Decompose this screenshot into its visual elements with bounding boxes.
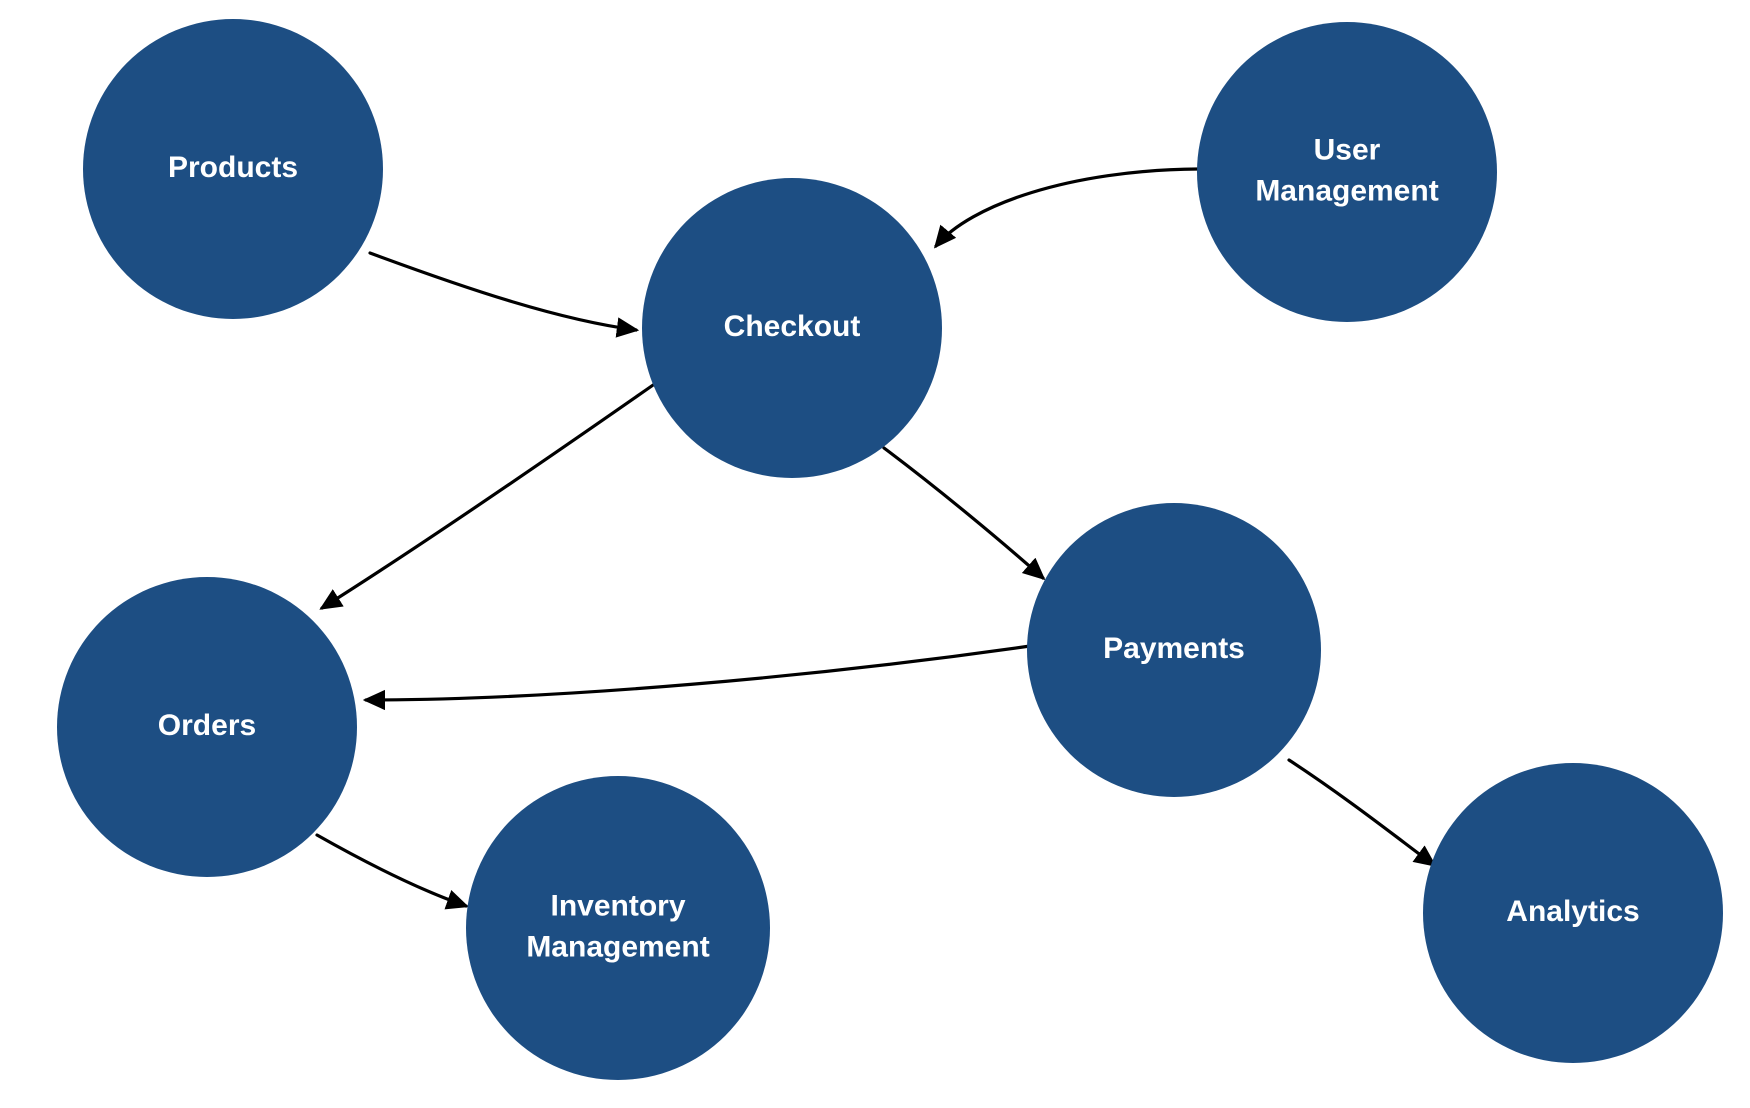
node-label-inventory: Management: [526, 930, 709, 963]
node-label-orders: Orders: [158, 709, 256, 742]
node-orders[interactable]: Orders: [57, 577, 357, 877]
edge-checkout-orders: [319, 381, 658, 610]
nodes-layer: ProductsCheckoutUserManagementOrdersPaym…: [57, 19, 1723, 1080]
node-label-inventory: Inventory: [550, 889, 685, 922]
edge-payments-analytics: [1287, 758, 1437, 867]
node-label-payments: Payments: [1103, 632, 1245, 665]
node-products[interactable]: Products: [83, 19, 383, 319]
node-label-analytics: Analytics: [1506, 895, 1639, 928]
edge-products-checkout: [368, 251, 640, 338]
node-circle-products[interactable]: [83, 19, 383, 319]
node-payments[interactable]: Payments: [1027, 503, 1321, 797]
node-circle-payments[interactable]: [1027, 503, 1321, 797]
node-circle-inventory[interactable]: [466, 776, 770, 1080]
node-circle-checkout[interactable]: [642, 178, 942, 478]
node-label-products: Products: [168, 151, 298, 184]
edge-payments-orders: [362, 644, 1032, 711]
node-analytics[interactable]: Analytics: [1423, 763, 1723, 1063]
edge-checkout-payments: [882, 446, 1046, 581]
node-label-user_mgmt: Management: [1255, 174, 1438, 207]
edge-usermgmt-checkout: [933, 167, 1200, 249]
edge-orders-inventory: [315, 833, 470, 910]
node-circle-analytics[interactable]: [1423, 763, 1723, 1063]
node-circle-user_mgmt[interactable]: [1197, 22, 1497, 322]
node-label-checkout: Checkout: [724, 310, 861, 343]
node-checkout[interactable]: Checkout: [642, 178, 942, 478]
edges-layer: [315, 167, 1437, 910]
node-circle-orders[interactable]: [57, 577, 357, 877]
node-label-user_mgmt: User: [1314, 133, 1381, 166]
